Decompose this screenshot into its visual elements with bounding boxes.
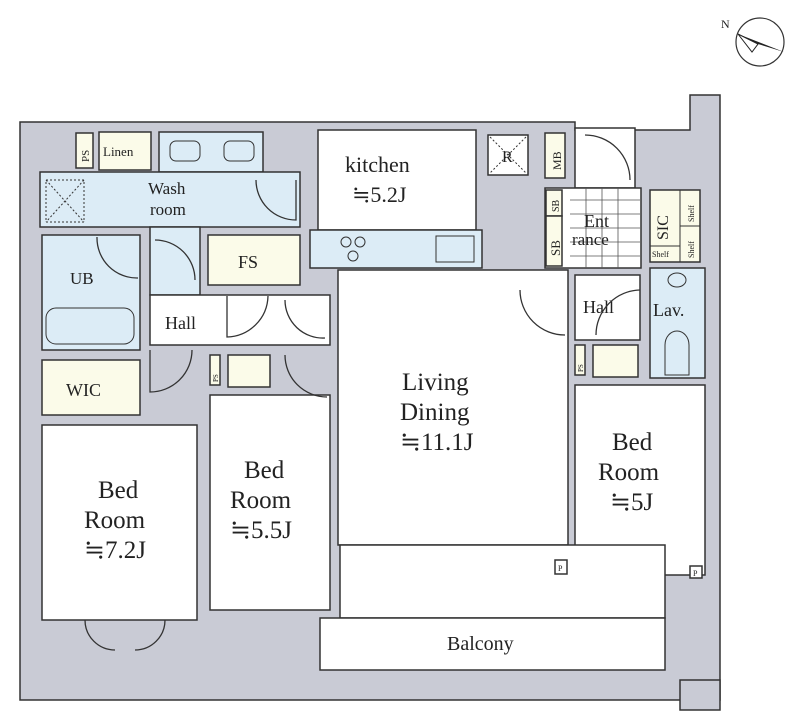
refrigerator-label: R — [502, 149, 513, 166]
wash-room-label-2: room — [150, 200, 186, 219]
ps-mid-label: PS — [212, 374, 220, 382]
hall-right — [574, 274, 641, 341]
closet-mid — [227, 354, 271, 388]
pipe-space-1-label: P — [558, 564, 563, 573]
sb-1-label: SB — [551, 199, 562, 212]
bedroom-left-label: Bed — [98, 477, 139, 504]
shelf-2-label: Shelf — [687, 241, 696, 258]
bedroom-left-label-2: Room — [84, 507, 146, 534]
shelf-1-label: Shelf — [687, 205, 696, 222]
wash-room-label: Wash — [148, 179, 186, 198]
toilet-icon — [664, 330, 690, 376]
lavatory — [649, 267, 706, 379]
pipe-space-2 — [689, 565, 703, 579]
balcony-label: Balcony — [447, 633, 514, 655]
closet-right — [592, 344, 639, 378]
bedroom-mid-label-2: Room — [230, 487, 292, 514]
linen-closet — [98, 131, 152, 171]
wic-label: WIC — [66, 380, 101, 400]
ub-label: UB — [70, 269, 94, 288]
lav-label: Lav. — [653, 300, 684, 320]
entrance-door-area — [574, 127, 636, 189]
hall-right-label: Hall — [583, 297, 614, 317]
living-dining — [337, 269, 569, 546]
bedroom-mid — [209, 394, 331, 611]
ps-mid — [209, 354, 221, 386]
sic-label: SIC — [655, 215, 672, 240]
ps-right-label: PS — [577, 364, 585, 372]
balcony — [319, 617, 666, 671]
wic — [41, 359, 141, 416]
kitchen-area: ≒5.2J — [352, 182, 407, 207]
bedroom-mid-label: Bed — [244, 457, 285, 484]
bedroom-right-label-2: Room — [598, 459, 660, 486]
compass-north-label: N — [721, 17, 730, 31]
shelf-3-label: Shelf — [652, 250, 669, 259]
balcony-upper — [339, 544, 666, 619]
bedroom-left-area: ≒7.2J — [84, 537, 146, 564]
bedroom-right — [574, 384, 706, 576]
ps-right — [574, 344, 586, 376]
entrance-label: Ent — [584, 211, 609, 231]
kitchen — [317, 129, 477, 231]
wash-passage — [149, 226, 201, 296]
sb-2 — [545, 215, 563, 267]
bedroom-mid-area: ≒5.5J — [230, 517, 292, 544]
mb-label: MB — [550, 151, 564, 170]
living-label: Living — [402, 369, 469, 396]
fs-storage — [207, 234, 301, 286]
dining-label: Dining — [400, 399, 470, 426]
entrance-label-2: rance — [572, 230, 609, 249]
unit-bath — [41, 234, 141, 351]
sb-2-label: SB — [548, 240, 563, 256]
fs-label: FS — [238, 252, 258, 272]
linen-label: Linen — [103, 144, 134, 159]
ps-top — [75, 132, 94, 169]
hall-left-label: Hall — [165, 313, 196, 333]
mb — [544, 132, 566, 179]
ps-top-label: PS — [80, 150, 92, 162]
stove-icon — [340, 236, 366, 262]
vanity-counter — [158, 131, 264, 173]
kitchen-label: kitchen — [345, 152, 410, 177]
pipe-space-2-label: P — [693, 569, 698, 578]
bedroom-right-area: ≒5J — [610, 489, 653, 516]
sink-icon — [435, 235, 475, 263]
hall-left — [149, 294, 331, 346]
compass-icon: N — [721, 17, 785, 67]
living-area: ≒11.1J — [400, 429, 474, 456]
bedroom-left — [41, 424, 198, 621]
bedroom-right-label: Bed — [612, 429, 653, 456]
pipe-space-1 — [554, 559, 568, 575]
